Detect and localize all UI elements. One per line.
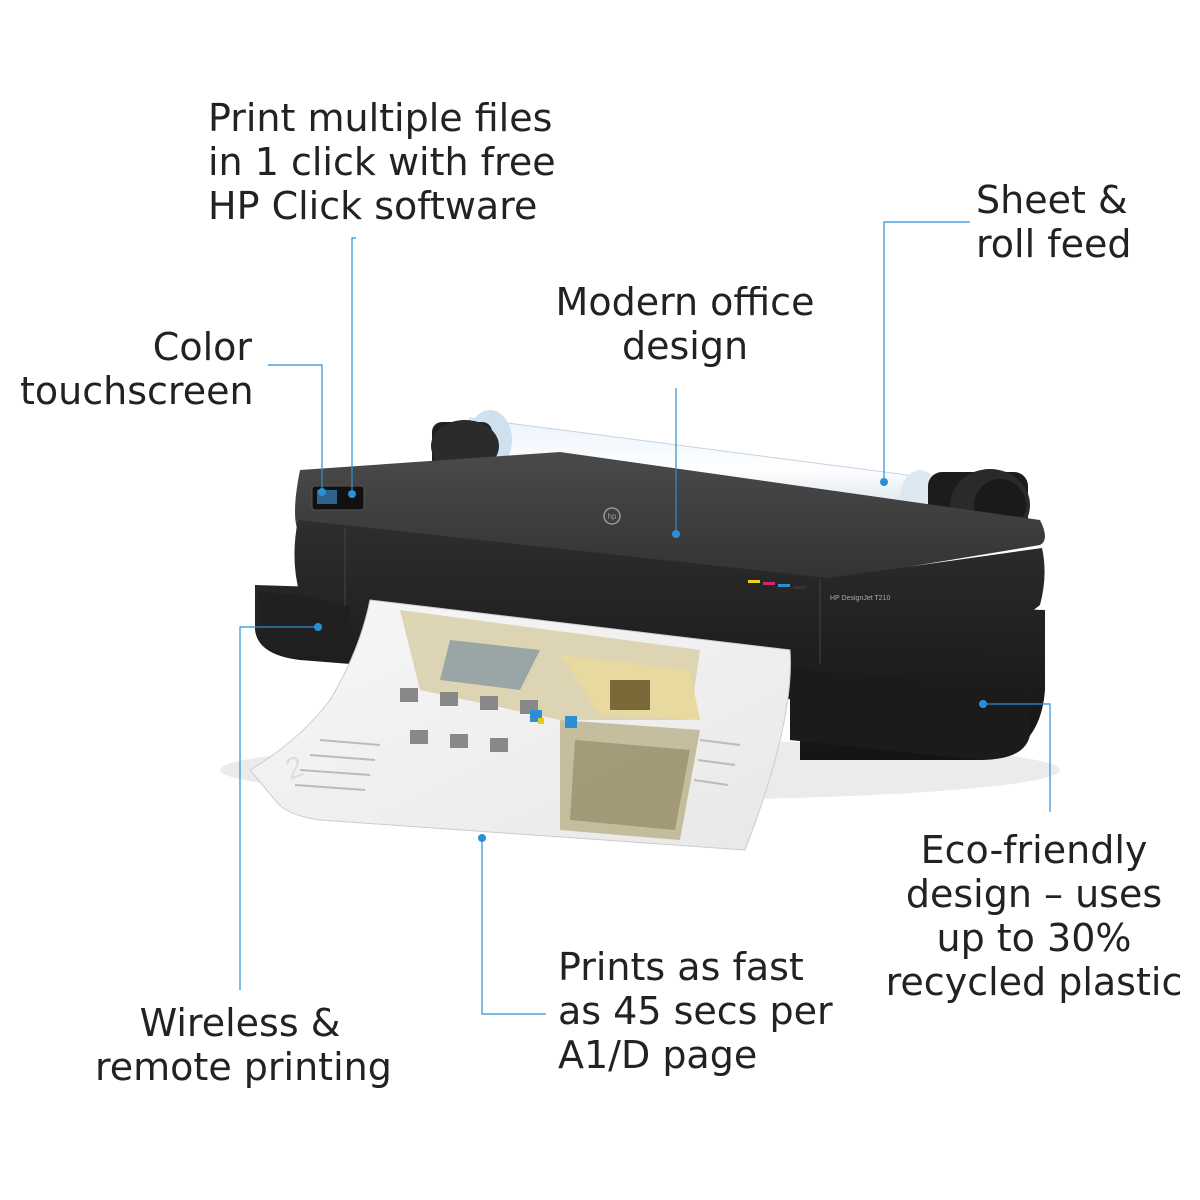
callout-line: touchscreen xyxy=(20,369,254,413)
hp-logo-icon xyxy=(603,507,621,525)
callout-line: design – uses xyxy=(905,872,1163,916)
printed-output-sheet: 2 xyxy=(249,599,791,851)
callout-eco-friendly: Eco-friendly design – uses up to 30% rec… xyxy=(880,828,1188,1004)
callout-leader-lines xyxy=(239,221,1051,1015)
callout-line: in 1 click with free xyxy=(208,140,556,184)
callout-line: Modern office xyxy=(555,280,815,324)
callout-line: Print multiple files xyxy=(208,96,553,140)
callout-line: remote printing xyxy=(95,1045,392,1089)
callout-modern-office: Modern office design xyxy=(540,280,830,368)
printer-base-left xyxy=(258,592,350,650)
callout-line: roll feed xyxy=(976,222,1132,266)
callout-line: as 45 secs per xyxy=(558,989,833,1033)
callout-sheet-roll: Sheet & roll feed xyxy=(976,178,1132,266)
callout-line: recycled plastic xyxy=(885,960,1183,1004)
model-label: HP DesignJet T210 xyxy=(830,595,891,602)
callout-dots xyxy=(314,478,987,842)
callout-line: HP Click software xyxy=(208,184,538,228)
callout-line: up to 30% xyxy=(936,916,1132,960)
ink-color-stripes xyxy=(748,580,805,589)
callout-print-multiple: Print multiple files in 1 click with fre… xyxy=(208,96,556,228)
callout-line: Prints as fast xyxy=(558,945,804,989)
callout-line: Color xyxy=(152,325,252,369)
callout-line: Wireless & xyxy=(139,1001,341,1045)
callout-line: Sheet & xyxy=(976,178,1128,222)
printer-base-right xyxy=(790,668,1030,760)
brand-mark: hp xyxy=(608,512,617,521)
callout-color-touchscreen: Color touchscreen xyxy=(20,325,254,413)
callout-wireless: Wireless & remote printing xyxy=(95,1001,392,1089)
callout-prints-fast: Prints as fast as 45 secs per A1/D page xyxy=(558,945,833,1077)
callout-line: Eco-friendly xyxy=(920,828,1148,872)
callout-line: design xyxy=(621,324,749,368)
callout-line: A1/D page xyxy=(558,1033,758,1077)
printer-front-face xyxy=(294,520,1045,665)
